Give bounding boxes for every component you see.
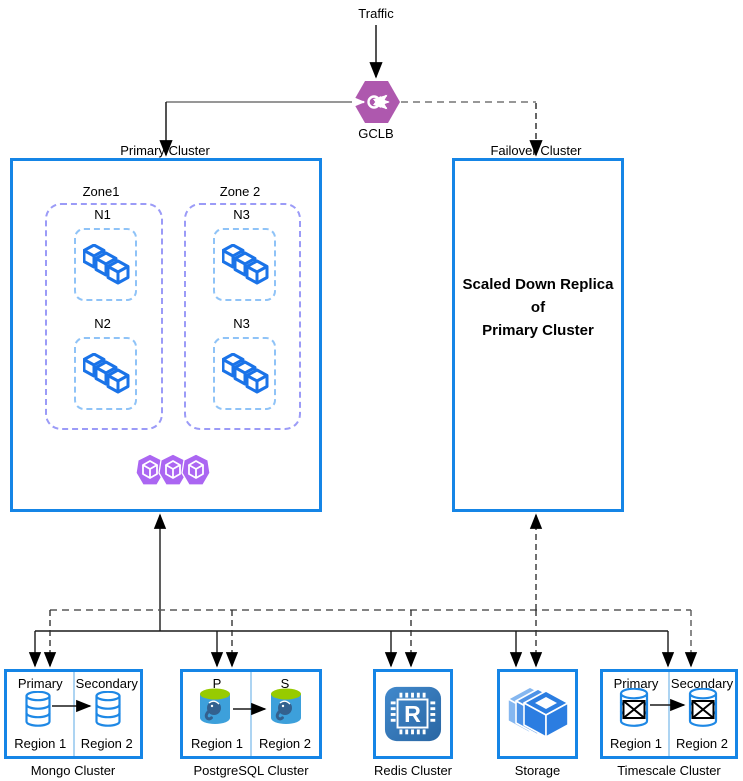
cubes-icon xyxy=(222,353,269,394)
postgresql-cluster-box: P S Region 1 Region 2 xyxy=(180,669,322,759)
cubes-icon xyxy=(83,353,130,394)
storage-label: Storage xyxy=(514,763,561,778)
crossed-database-icon xyxy=(688,688,718,727)
node-n3-bottom-box xyxy=(213,337,276,410)
timescale-divider xyxy=(668,672,670,756)
primary-cluster-label: Primary Cluster xyxy=(120,143,210,158)
memorystore-chip-icon: R xyxy=(384,686,442,742)
cubes-icon xyxy=(222,244,269,285)
gclb-label: GCLB xyxy=(358,126,394,141)
timescale-cluster-label: Timescale Cluster xyxy=(617,763,721,778)
failover-line-3: Primary Cluster xyxy=(482,322,594,339)
node-n3-top-box xyxy=(213,228,276,301)
zone2-box xyxy=(184,203,301,430)
zone2-label: Zone 2 xyxy=(219,184,261,199)
failover-line-2: of xyxy=(530,299,546,316)
node-n3-top-label: N3 xyxy=(233,207,250,222)
primary-cluster-box xyxy=(10,158,322,512)
postgresql-cluster-label: PostgreSQL Cluster xyxy=(193,763,309,778)
failover-line-1: Scaled Down Replica xyxy=(462,276,614,293)
zone1-box xyxy=(45,203,163,430)
mongo-right-role: Secondary xyxy=(75,676,138,691)
crossed-database-icon xyxy=(619,688,649,727)
redis-cluster-label: Redis Cluster xyxy=(373,763,453,778)
postgresql-icon xyxy=(200,688,230,724)
postgresql-icon xyxy=(271,688,301,724)
mongo-divider xyxy=(72,672,75,756)
mongo-left-role: Primary xyxy=(17,676,63,691)
node-n1-box xyxy=(74,228,137,301)
redis-cluster-box: R xyxy=(373,669,453,759)
postgresql-right-role: S xyxy=(280,676,290,691)
timescale-right-region: Region 2 xyxy=(675,736,729,751)
mongo-cluster-label: Mongo Cluster xyxy=(30,763,116,778)
database-cylinder-icon xyxy=(25,691,51,727)
postgresql-left-region: Region 1 xyxy=(190,736,244,751)
zone1-label: Zone1 xyxy=(82,184,120,199)
node-n3-bottom-label: N3 xyxy=(233,316,250,331)
postgresql-left-role: P xyxy=(212,676,222,691)
postgresql-right-region: Region 2 xyxy=(258,736,312,751)
mongo-left-region: Region 1 xyxy=(14,736,67,751)
cubes-icon xyxy=(83,244,130,285)
timescale-left-role: Primary xyxy=(613,676,659,691)
failover-cluster-label: Failover Cluster xyxy=(490,143,582,158)
node-n2-box xyxy=(74,337,137,410)
storage-box xyxy=(497,669,578,759)
mongo-right-region: Region 2 xyxy=(80,736,133,751)
database-cylinder-icon xyxy=(95,691,121,727)
failover-cluster-box: Scaled Down Replica of Primary Cluster xyxy=(452,158,624,512)
traffic-label: Traffic xyxy=(358,6,394,21)
timescale-left-region: Region 1 xyxy=(609,736,663,751)
failover-description: Scaled Down Replica of Primary Cluster xyxy=(455,273,621,342)
node-n1-label: N1 xyxy=(94,207,111,222)
postgresql-divider xyxy=(250,672,252,756)
load-balancer-icon xyxy=(352,81,400,123)
timescale-cluster-box: Primary Secondary Regi xyxy=(600,669,738,759)
mongo-cluster-box: Primary Secondary Region 1 Region 2 xyxy=(4,669,143,759)
redis-letter: R xyxy=(404,701,421,727)
pods-icon xyxy=(135,453,211,486)
timescale-right-role: Secondary xyxy=(670,676,734,691)
storage-box-icon xyxy=(507,687,569,738)
node-n2-label: N2 xyxy=(94,316,111,331)
